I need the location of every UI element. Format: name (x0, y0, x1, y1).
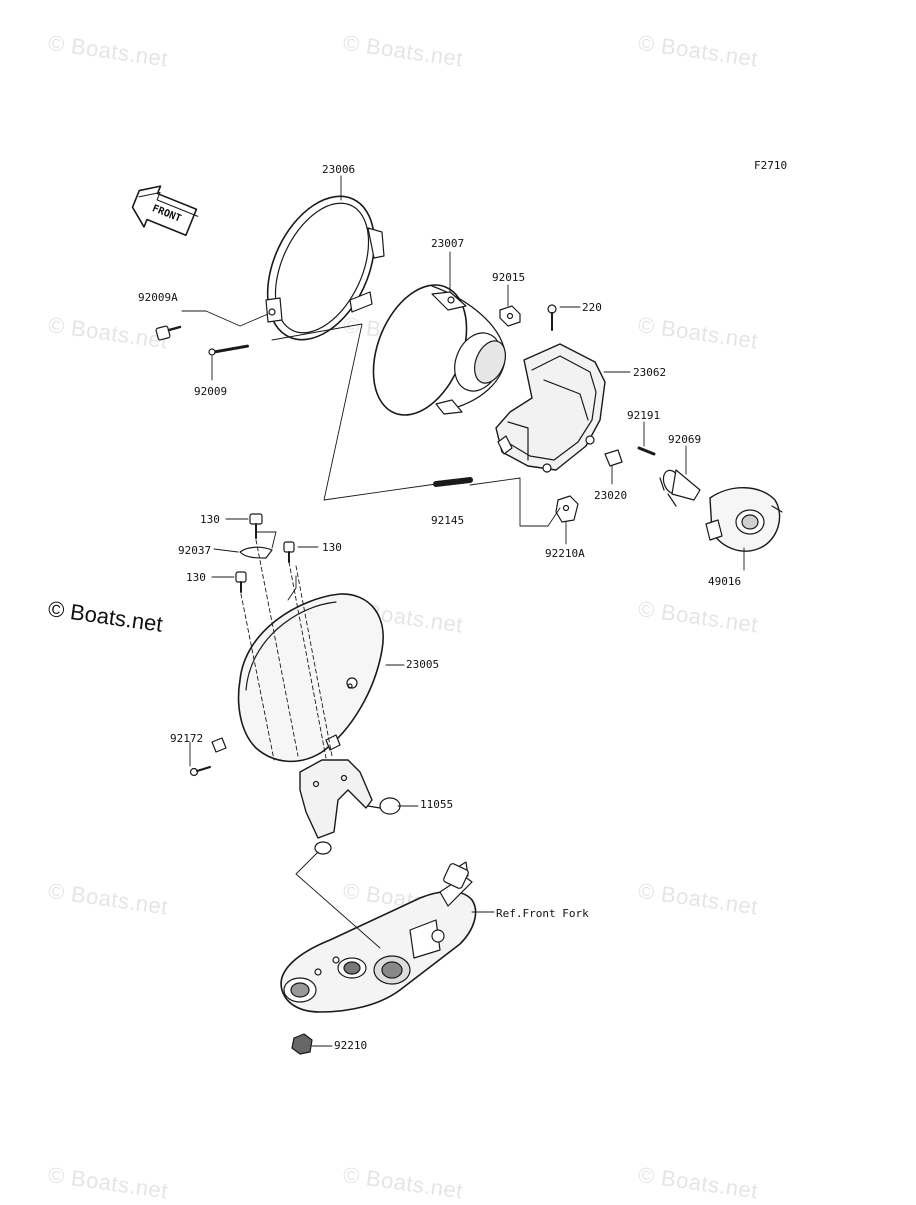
part-label-130-left: 130 (186, 571, 206, 584)
nut-92210 (291, 1033, 313, 1055)
part-label-23007: 23007 (431, 237, 465, 250)
part-label-92009A: 92009A (138, 291, 178, 304)
front-arrow-icon: FRONT (131, 185, 199, 237)
part-label-23006: 23006 (322, 163, 356, 176)
part-label-92191: 92191 (627, 409, 661, 422)
part-label-92172: 92172 (170, 732, 204, 745)
headlight-case-23005 (211, 593, 384, 763)
clip-23020 (604, 449, 623, 467)
bracket-11055 (299, 759, 401, 855)
clamp-92210A (555, 495, 579, 523)
screw-220 (547, 304, 557, 331)
part-label-11055: 11055 (420, 798, 454, 811)
part-label-92210A: 92210A (545, 547, 585, 560)
part-label-92210: 92210 (334, 1039, 368, 1052)
screw-92172 (189, 766, 211, 777)
bolt-130-a (249, 513, 263, 539)
part-label-23062: 23062 (633, 366, 667, 379)
part-label-220: 220 (582, 301, 602, 314)
leader-lines (181, 175, 745, 1047)
bolt-130-b (283, 541, 295, 563)
boot-49016 (705, 487, 783, 552)
spring-92145 (433, 477, 473, 487)
figure-code: F2710 (754, 159, 788, 172)
assembly-lines (240, 539, 333, 761)
part-label-23005: 23005 (406, 658, 440, 671)
part-label-92037: 92037 (178, 544, 212, 557)
pin-92191 (637, 446, 656, 456)
part-label-92069: 92069 (668, 433, 702, 446)
part-label-92009: 92009 (194, 385, 228, 398)
assembly-lines-solid (255, 323, 437, 949)
headlight-rim-23006 (265, 195, 385, 341)
part-label-ref-front-fork: Ref.Front Fork (496, 907, 589, 920)
part-label-92145: 92145 (431, 514, 465, 527)
fork-bracket (280, 861, 477, 1013)
bracket-23062 (495, 343, 606, 473)
screw-92009 (208, 344, 250, 356)
clamp-92037 (239, 546, 273, 559)
part-label-49016: 49016 (708, 575, 742, 588)
bulb-92069 (659, 469, 701, 507)
part-label-130-top: 130 (200, 513, 220, 526)
nut-92015 (499, 305, 521, 327)
bolt-130-c (235, 571, 247, 593)
bolt-92009A (155, 325, 182, 341)
part-label-92015: 92015 (492, 271, 526, 284)
part-label-23020: 23020 (594, 489, 628, 502)
headlight-housing-23007 (372, 284, 506, 416)
part-label-130-right: 130 (322, 541, 342, 554)
